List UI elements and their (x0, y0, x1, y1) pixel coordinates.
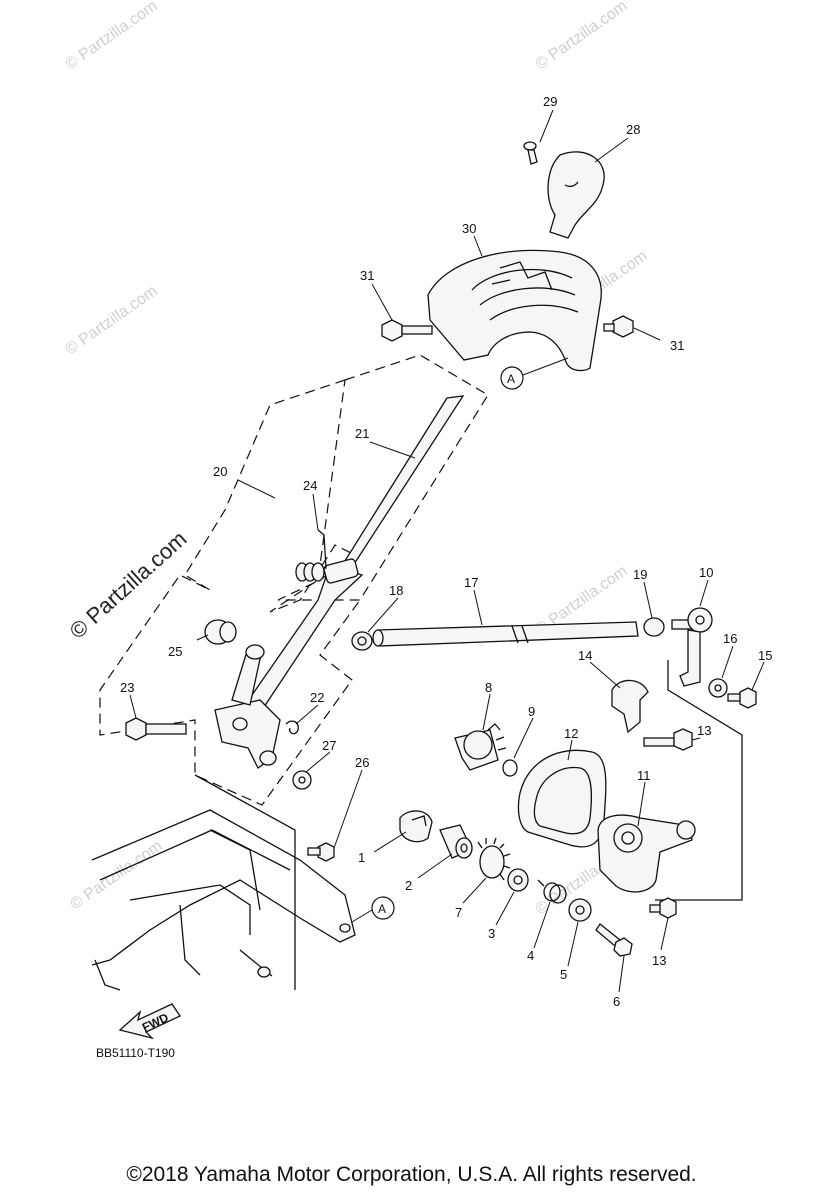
callout-29: 29 (543, 94, 557, 109)
ref-marker-a-upper: A (500, 357, 569, 390)
callout-31-left: 31 (360, 268, 374, 283)
assembly-outline-20 (99, 354, 489, 806)
segment-1 (399, 810, 433, 843)
watermark: © Partzilla.com (63, 283, 161, 359)
link-eye (245, 644, 265, 660)
leader-lines (129, 109, 765, 993)
gear-7 (477, 837, 511, 881)
callout-4: 4 (527, 948, 534, 963)
shift-guide-cover (427, 249, 602, 372)
o-ring-9 (502, 759, 518, 777)
callout-30: 30 (462, 221, 476, 236)
frame-right (655, 660, 743, 901)
cover-gate (491, 261, 553, 291)
washer-3-hole (513, 875, 523, 885)
clip-22 (285, 720, 299, 735)
washer-16 (708, 678, 728, 698)
callout-8: 8 (485, 680, 492, 695)
callout-25: 25 (168, 644, 182, 659)
frame-section (91, 809, 356, 991)
knob-shade (564, 181, 579, 188)
callout-6: 6 (613, 994, 620, 1009)
gasket-inner (533, 766, 593, 835)
fwd-label: FWD (140, 1010, 171, 1034)
collar-2 (439, 824, 473, 859)
lever-pivot (259, 750, 277, 766)
callout-17: 17 (464, 575, 478, 590)
cover-slot (471, 268, 579, 321)
callout-18: 18 (389, 583, 403, 598)
callout-21: 21 (355, 426, 369, 441)
gasket-12 (517, 749, 607, 848)
callout-13-lower: 13 (652, 953, 666, 968)
callout-15: 15 (758, 648, 772, 663)
callout-9: 9 (528, 704, 535, 719)
watermark: © Partzilla.com (533, 0, 631, 73)
callout-31-right: 31 (670, 338, 684, 353)
ref-a-lower-label: A (378, 902, 386, 916)
callout-2: 2 (405, 878, 412, 893)
ref-marker-a-lower: A (351, 896, 395, 923)
nut-19 (643, 617, 665, 637)
bolt-13-lower (649, 897, 677, 919)
spring-4 (537, 879, 567, 904)
callout-20: 20 (213, 464, 227, 479)
callout-16: 16 (723, 631, 737, 646)
shift-shaft-17 (372, 621, 639, 647)
callout-7: 7 (455, 905, 462, 920)
callout-12: 12 (564, 726, 578, 741)
watermark: © Partzilla.com (63, 0, 161, 73)
washer-5-hole (575, 905, 585, 915)
bolt-6 (595, 923, 633, 957)
nut-18-hole (357, 636, 367, 646)
frame-left (194, 774, 296, 990)
bolt-23 (125, 717, 187, 741)
callout-1: 1 (358, 850, 365, 865)
callout-labels: 1 2 3 4 5 6 7 8 9 10 11 12 13 13 14 15 1… (120, 94, 772, 1009)
callout-26: 26 (355, 755, 369, 770)
link-plate (679, 629, 701, 687)
diagram-code: BB51110-T190 (96, 1046, 175, 1060)
callout-24: 24 (303, 478, 317, 493)
bracket-14 (611, 679, 649, 734)
cover-pin (676, 820, 696, 840)
lever-boss (323, 558, 359, 584)
bolt-26 (307, 842, 335, 862)
shift-knob (547, 151, 605, 239)
washer-27 (292, 770, 312, 790)
callout-27: 27 (322, 738, 336, 753)
callout-5: 5 (560, 967, 567, 982)
collar-25 (204, 619, 237, 645)
shift-lever-rod (337, 395, 465, 576)
fwd-arrow-icon: FWD (118, 1003, 181, 1040)
callout-13-upper: 13 (697, 723, 711, 738)
ref-a-upper-label: A (507, 372, 515, 386)
callout-10: 10 (699, 565, 713, 580)
callout-19: 19 (633, 567, 647, 582)
copyright-notice: ©2018 Yamaha Motor Corporation, U.S.A. A… (126, 1163, 697, 1186)
bolt-15 (727, 687, 757, 709)
shift-arm-8 (454, 723, 507, 771)
bolt-13-upper (643, 728, 693, 751)
callout-14: 14 (578, 648, 592, 663)
screw-29 (523, 141, 538, 165)
bolt-31-left (381, 319, 433, 342)
watermark: © Partzilla.com (68, 838, 166, 914)
spring-24 (295, 529, 327, 582)
cover-boss-hole (621, 831, 635, 845)
bolt-31-right (603, 315, 634, 338)
callout-22: 22 (310, 690, 324, 705)
callout-11: 11 (637, 768, 651, 783)
rod-end-10 (671, 607, 713, 633)
callout-23: 23 (120, 680, 134, 695)
callout-28: 28 (626, 122, 640, 137)
bracket-hole (232, 717, 248, 731)
callout-3: 3 (488, 926, 495, 941)
